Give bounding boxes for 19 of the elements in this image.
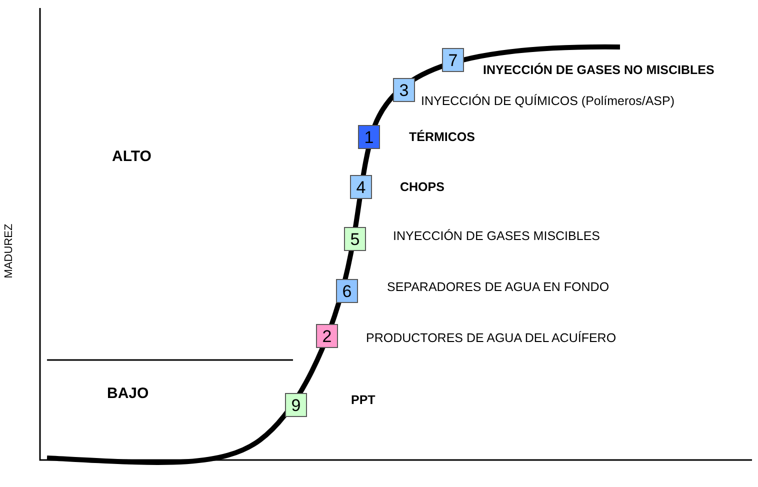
method-label: INYECCIÓN DE QUÍMICOS (Polímeros/ASP)	[421, 94, 675, 108]
method-label: CHOPS	[400, 180, 444, 194]
number-box: 5	[344, 227, 366, 251]
method-label: PPT	[351, 393, 376, 407]
zone-label: ALTO	[112, 148, 152, 165]
zone-label: BAJO	[107, 385, 149, 402]
number-box: 6	[336, 279, 358, 303]
method-label: PRODUCTORES DE AGUA DEL ACUÍFERO	[366, 331, 616, 345]
method-label: SEPARADORES DE AGUA EN FONDO	[387, 280, 610, 294]
number-box: 2	[316, 324, 338, 348]
number-box: 1	[358, 125, 380, 149]
method-label: INYECCIÓN DE GASES MISCIBLES	[393, 229, 600, 243]
number-box: 4	[350, 175, 372, 199]
method-label: TÉRMICOS	[409, 130, 475, 144]
number-box: 9	[285, 393, 307, 417]
number-box: 3	[393, 78, 415, 102]
number-box: 7	[442, 48, 464, 72]
axis-label: MADUREZ	[3, 224, 16, 278]
method-label: INYECCIÓN DE GASES NO MISCIBLES	[483, 63, 714, 77]
